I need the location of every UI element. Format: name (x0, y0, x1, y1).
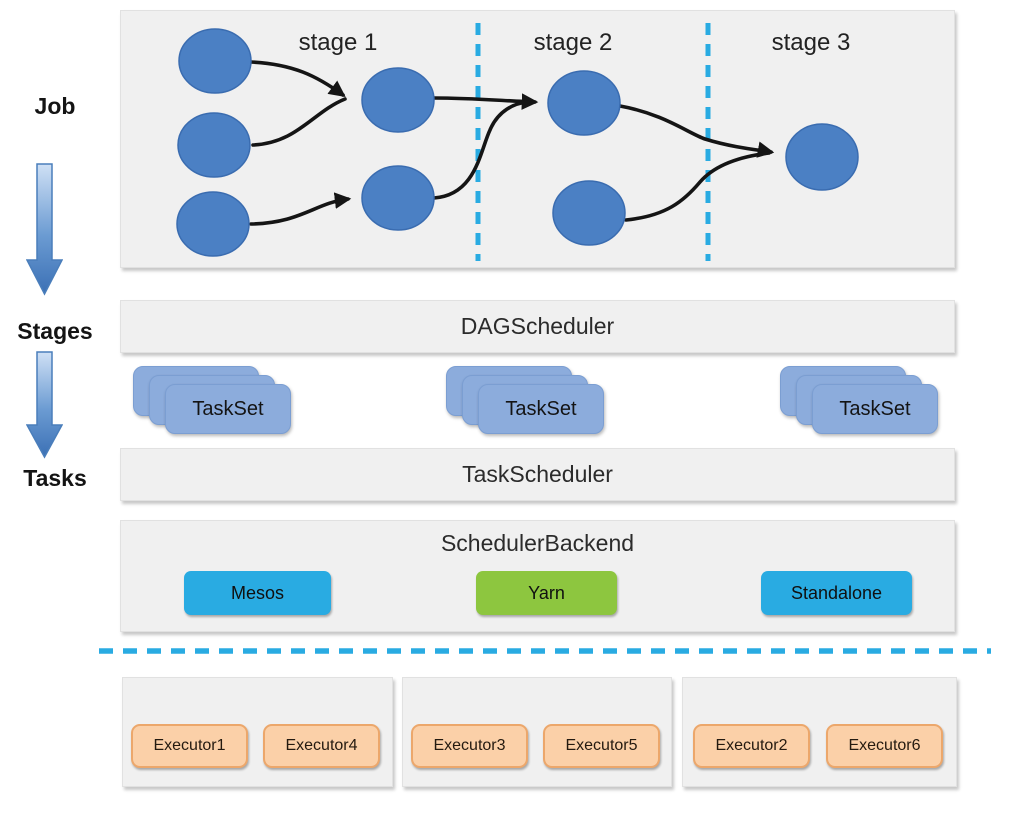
taskset-card-front: TaskSet (478, 384, 604, 434)
dag-scheduler-label: DAGScheduler (460, 313, 615, 339)
task-node (177, 112, 251, 178)
executor-node: Executor6 (826, 724, 943, 768)
executor-node: Executor2 (693, 724, 810, 768)
dag-scheduler-bar: DAGScheduler (120, 300, 955, 353)
taskset-stack: TaskSet (446, 366, 606, 436)
dag-graph (176, 23, 859, 261)
taskset-card-front: TaskSet (165, 384, 291, 434)
task-node (361, 165, 435, 231)
task-node (361, 67, 435, 133)
stage-2-label: stage 2 (533, 29, 613, 56)
job-dag-panel: stage 1 stage 2 stage 3 (120, 10, 955, 268)
task-node (552, 180, 626, 246)
executor-node: Executor4 (263, 724, 380, 768)
down-arrow-icon (26, 351, 63, 459)
backend-standalone: Standalone (761, 571, 912, 615)
executor-group: Executor2 Executor6 (682, 677, 957, 787)
scheduler-backend-panel: SchedulerBackend Mesos Yarn Standalone (120, 520, 955, 632)
scheduler-backend-label: SchedulerBackend (440, 530, 635, 556)
executor-node: Executor1 (131, 724, 248, 768)
stages-label: Stages (17, 318, 93, 344)
stage-3-label: stage 3 (771, 29, 851, 56)
taskset-stack: TaskSet (780, 366, 940, 436)
task-node (178, 28, 252, 94)
dag-edges (249, 60, 775, 226)
task-nodes (176, 28, 859, 257)
tasks-label: Tasks (23, 465, 87, 491)
task-scheduler-label: TaskScheduler (462, 461, 613, 487)
executor-group: Executor1 Executor4 (122, 677, 393, 787)
task-node (785, 123, 859, 191)
job-label: Job (34, 93, 76, 119)
executor-node: Executor5 (543, 724, 660, 768)
stage-1-label: stage 1 (298, 29, 378, 56)
executor-node: Executor3 (411, 724, 528, 768)
backend-mesos: Mesos (184, 571, 331, 615)
task-scheduler-bar: TaskScheduler (120, 448, 955, 501)
cluster-separator-line (99, 648, 991, 654)
executor-group: Executor3 Executor5 (402, 677, 672, 787)
taskset-stack: TaskSet (133, 366, 293, 436)
task-node (547, 70, 621, 136)
task-node (176, 191, 250, 257)
down-arrow-icon (26, 163, 63, 296)
taskset-card-front: TaskSet (812, 384, 938, 434)
backend-yarn: Yarn (476, 571, 617, 615)
